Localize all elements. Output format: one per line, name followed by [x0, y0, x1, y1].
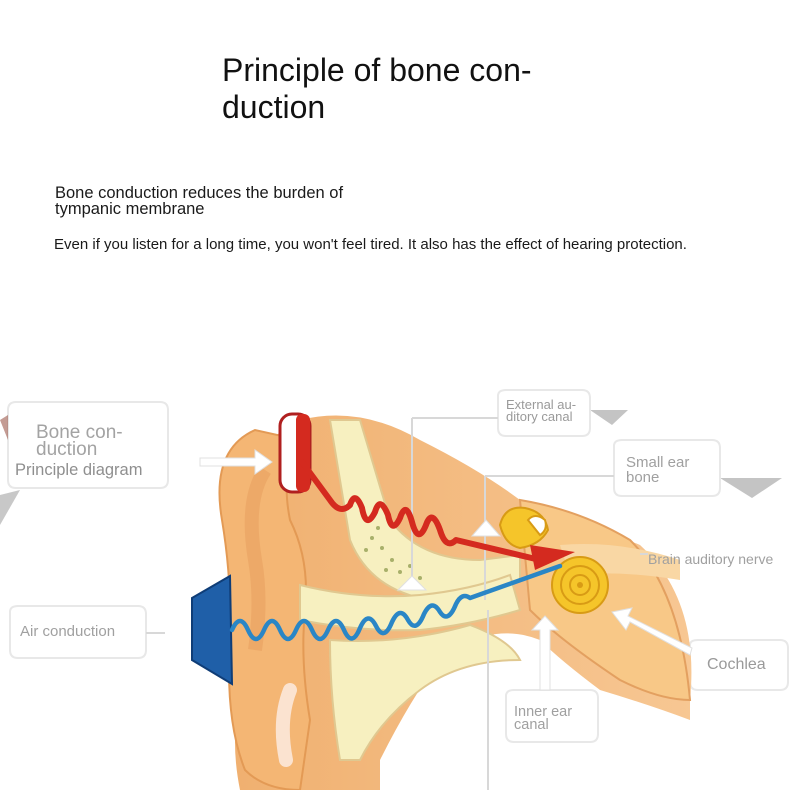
subheading-line-1: Bone conduction reduces the burden of: [55, 184, 344, 202]
leader-lines: [146, 417, 648, 790]
label-external-line-1: External au-: [506, 397, 577, 412]
subheading: Bone conduction reduces the burden of ty…: [55, 184, 395, 218]
callout-bubbles: [9, 389, 789, 743]
label-external-auditory-canal: External au- ditory canal: [506, 397, 577, 424]
bubble-bone-conduction: [7, 401, 169, 489]
label-brain-auditory-nerve: Brain auditory nerve: [648, 551, 774, 567]
grey-arrow-left-mid: [0, 490, 20, 525]
lower-bone: [328, 623, 522, 761]
body-text: Even if you listen for a long time, you …: [54, 236, 687, 253]
bone-texture: [364, 526, 422, 580]
ear-fold: [244, 466, 271, 651]
label-small-ear-bone: Small ear bone: [626, 455, 689, 485]
label-principle-diagram: Principle diagram: [15, 461, 143, 479]
label-bone-conduction-line-2: duction: [36, 439, 98, 460]
subheading-line-2: tympanic membrane: [55, 200, 205, 218]
ear-cartilage-highlight: [275, 683, 297, 767]
title-line-2: duction: [222, 89, 326, 125]
page-title: Principle of bone con- duction: [222, 52, 582, 126]
label-bone-conduction: Bone con- duction: [36, 422, 123, 460]
label-cochlea: Cochlea: [707, 656, 766, 673]
white-arrows: [199, 449, 693, 691]
ear-anatomy-diagram: [0, 389, 789, 790]
label-inner-ear-canal: Inner ear canal: [514, 704, 573, 733]
label-small-ear-bone-line-1: Small ear: [626, 454, 690, 471]
title-line-1: Principle of bone con-: [222, 52, 532, 88]
grey-arrow-small: [720, 478, 782, 498]
label-inner-ear-line-1: Inner ear: [514, 704, 573, 720]
label-inner-ear-line-2: canal: [514, 717, 549, 733]
grey-arrow-ext: [590, 410, 628, 425]
air-speaker-icon: [191, 574, 234, 686]
bone-conduction-arrowhead: [530, 545, 575, 570]
label-bone-conduction-line-1: Bone con-: [36, 422, 123, 443]
cochlea-icon: [551, 556, 609, 614]
small-ear-bones-icon: [498, 506, 550, 550]
label-air-conduction: Air conduction: [20, 623, 116, 640]
air-conduction-wave: [229, 563, 563, 642]
label-external-line-2: ditory canal: [506, 409, 573, 424]
bone-conduction-transducer-icon: [278, 412, 312, 494]
bone-conduction-wave: [299, 459, 543, 563]
grey-arrow-left-top: [0, 415, 8, 440]
label-small-ear-bone-line-2: bone: [626, 469, 660, 486]
